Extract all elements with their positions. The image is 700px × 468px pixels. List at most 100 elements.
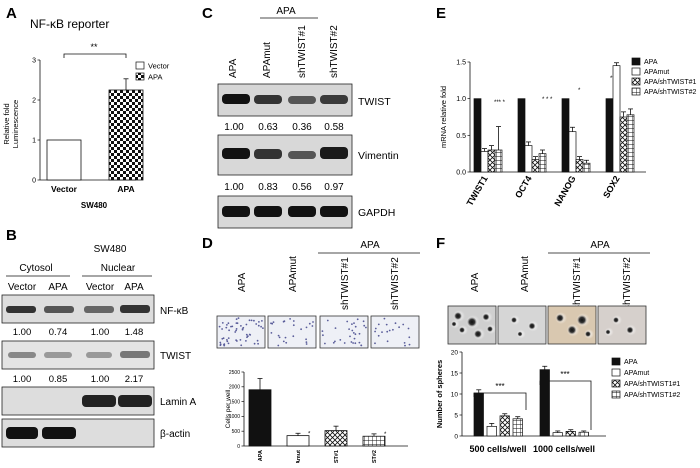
panel-e-bar	[575, 159, 584, 173]
panel-f-y-axis-label: Number of spheres	[435, 360, 444, 428]
panel-a-y-tick-label: 2	[32, 97, 36, 104]
band	[82, 395, 116, 407]
panel-f-y-tick-label: 0	[454, 433, 458, 440]
micrograph-cell	[353, 337, 356, 340]
panel-f-bar	[539, 369, 550, 437]
micrograph-cell	[236, 340, 238, 342]
micrograph-cell	[386, 340, 389, 343]
panel-c: C APA APA APAmut shTWIST#1 shTWIST#2 TWI…	[202, 5, 399, 229]
micrograph-cell	[383, 317, 386, 320]
panel-e-bar	[524, 145, 533, 173]
micrograph-cell	[250, 319, 253, 322]
micrograph-cell	[227, 322, 230, 325]
band	[44, 306, 74, 313]
micrograph-cell	[241, 328, 244, 331]
panel-d-y-tick-label: 2000	[229, 385, 240, 391]
panel-c-group: APA	[276, 6, 296, 17]
micrograph-cell	[354, 342, 357, 345]
micrograph-cell	[360, 344, 363, 347]
panel-a-cell-line: SW480	[81, 201, 108, 210]
panel-e-legend-label: APAmut	[644, 69, 669, 76]
micrograph-sphere	[482, 313, 490, 321]
band	[6, 427, 38, 439]
micrograph-cell	[377, 334, 380, 337]
micrograph-cell	[260, 325, 262, 328]
panel-b-lane-label: APA	[48, 282, 68, 293]
micrograph-tile	[267, 315, 317, 349]
micrograph-cell	[227, 342, 230, 345]
panel-f-micrographs	[447, 305, 647, 345]
band	[8, 352, 36, 358]
micrograph-cell	[334, 340, 336, 343]
micrograph-cell	[408, 343, 411, 346]
panel-letter-f: F	[436, 235, 445, 252]
micrograph-cell	[240, 344, 243, 347]
micrograph-cell	[374, 342, 376, 345]
micrograph-cell	[221, 322, 224, 324]
panel-f-legend-swatch	[611, 357, 621, 366]
micrograph-cell	[339, 339, 342, 341]
blot-c-value: 0.58	[324, 122, 344, 133]
panel-a-title: NF-κB reporter	[30, 17, 109, 31]
panel-f-y-tick-label: 5	[454, 412, 458, 419]
micrograph-cell	[394, 322, 397, 325]
micrograph-sphere	[454, 312, 462, 320]
micrograph-cell	[404, 344, 406, 347]
micrograph-sphere	[459, 327, 465, 333]
micrograph-cell	[257, 342, 259, 345]
panel-b-fraction-nuclear: Nuclear	[101, 263, 136, 274]
blot-c-label-gapdh: GAPDH	[358, 207, 395, 219]
panel-letter-b: B	[6, 227, 17, 244]
panel-b-lane-label: Vector	[86, 282, 115, 293]
micrograph-cell	[305, 338, 307, 341]
micrograph-cell	[235, 328, 238, 330]
micrograph-cell	[253, 342, 256, 345]
micrograph-cell	[403, 342, 406, 344]
band	[254, 206, 282, 217]
panel-d-group: APA	[360, 240, 380, 251]
micrograph-cell	[353, 322, 355, 324]
panel-e-bar	[494, 149, 503, 173]
micrograph-cell	[312, 321, 314, 323]
legend-a-label-apa: APA	[148, 73, 162, 82]
panel-d-bar	[248, 389, 272, 447]
panel-e-y-tick-label: 0.5	[456, 133, 466, 140]
legend-a-label-vector: Vector	[148, 62, 170, 71]
micrograph-cell	[381, 331, 383, 333]
panel-a-ylabel-1: Relative fold	[2, 103, 11, 144]
panel-e-y-tick-label: 1.5	[456, 59, 466, 66]
micrograph-cell	[278, 336, 281, 339]
blot-b-label-nfkb: NF-κB	[160, 306, 189, 317]
micrograph-cell	[326, 319, 329, 322]
micrograph-cell	[311, 325, 314, 327]
panel-e-x-tick-label: NANOG	[552, 174, 577, 208]
blot-c-value: 1.00	[224, 122, 244, 133]
panel-f-legend-swatch	[611, 390, 621, 399]
blot-b-value: 0.85	[49, 374, 68, 385]
panel-e-x-tick-label: TWIST1	[465, 174, 490, 208]
panel-d-x-tick-label: APA	[258, 450, 264, 461]
band	[120, 305, 150, 313]
micrograph-cell	[308, 322, 311, 325]
micrograph-cell	[277, 344, 280, 347]
panel-e-sig: *** *	[494, 100, 506, 106]
micrograph-cell	[289, 318, 291, 320]
panel-d-y-tick-label: 0	[237, 444, 240, 450]
micrograph-cell	[385, 323, 388, 326]
panel-d-lane-label: shTWIST#2	[390, 257, 401, 310]
panel-e-bar	[605, 98, 614, 173]
band	[222, 94, 250, 104]
micrograph-cell	[270, 332, 273, 334]
micrograph-sphere	[556, 314, 564, 322]
band	[320, 95, 348, 104]
micrograph-cell	[374, 327, 377, 330]
micrograph-cell	[324, 342, 326, 345]
blot-b-value: 1.00	[91, 374, 110, 385]
micrograph-sphere	[511, 317, 517, 323]
micrograph-cell	[219, 344, 222, 347]
micrograph-cell	[343, 342, 346, 344]
micrograph-cell	[225, 326, 228, 329]
